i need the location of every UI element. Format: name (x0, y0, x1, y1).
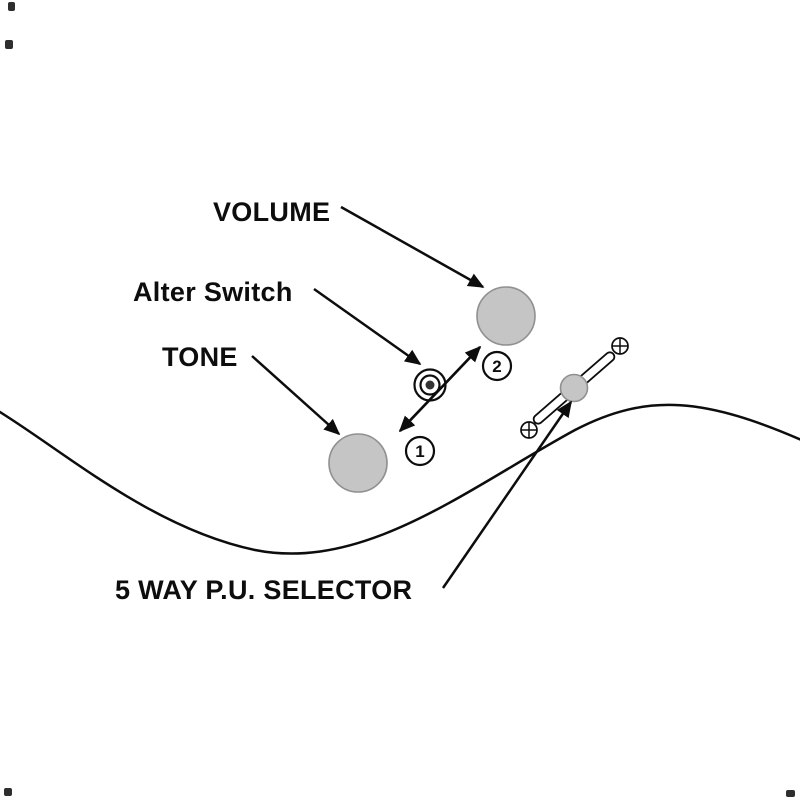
alter-switch-label: Alter Switch (133, 277, 293, 307)
scan-artifact-top-left-1 (8, 2, 15, 11)
selector-knob (559, 373, 589, 403)
tone-label: TONE (162, 342, 238, 372)
tone-leader-arrow (251, 355, 341, 436)
direction-arrow-down (398, 346, 481, 433)
position-2-number: 2 (492, 357, 501, 376)
position-marker-2: 2 (481, 350, 513, 382)
position-1-circle (404, 435, 436, 467)
position-1-number: 1 (415, 442, 424, 461)
alter-switch (413, 368, 447, 402)
volume-label: VOLUME (213, 197, 330, 227)
tone-knob (328, 433, 388, 493)
body-contour-line (0, 403, 800, 555)
scan-artifact-top-left-2 (5, 40, 13, 49)
position-2-circle (481, 350, 513, 382)
selector-leader-arrow (441, 400, 573, 589)
selector-label: 5 WAY P.U. SELECTOR (115, 575, 412, 605)
alter-switch-center (425, 380, 435, 390)
scan-artifact-bottom-left (4, 788, 12, 796)
pickup-selector (520, 337, 629, 439)
switch-direction-arrow (398, 345, 482, 433)
selector-screw-top (611, 337, 629, 355)
volume-knob (476, 286, 536, 346)
position-marker-1: 1 (404, 435, 436, 467)
volume-leader-arrow (340, 205, 485, 289)
selector-screw-bottom (520, 421, 538, 439)
scan-artifact-bottom-right (786, 790, 795, 797)
alter-switch-leader-arrow (313, 287, 422, 366)
